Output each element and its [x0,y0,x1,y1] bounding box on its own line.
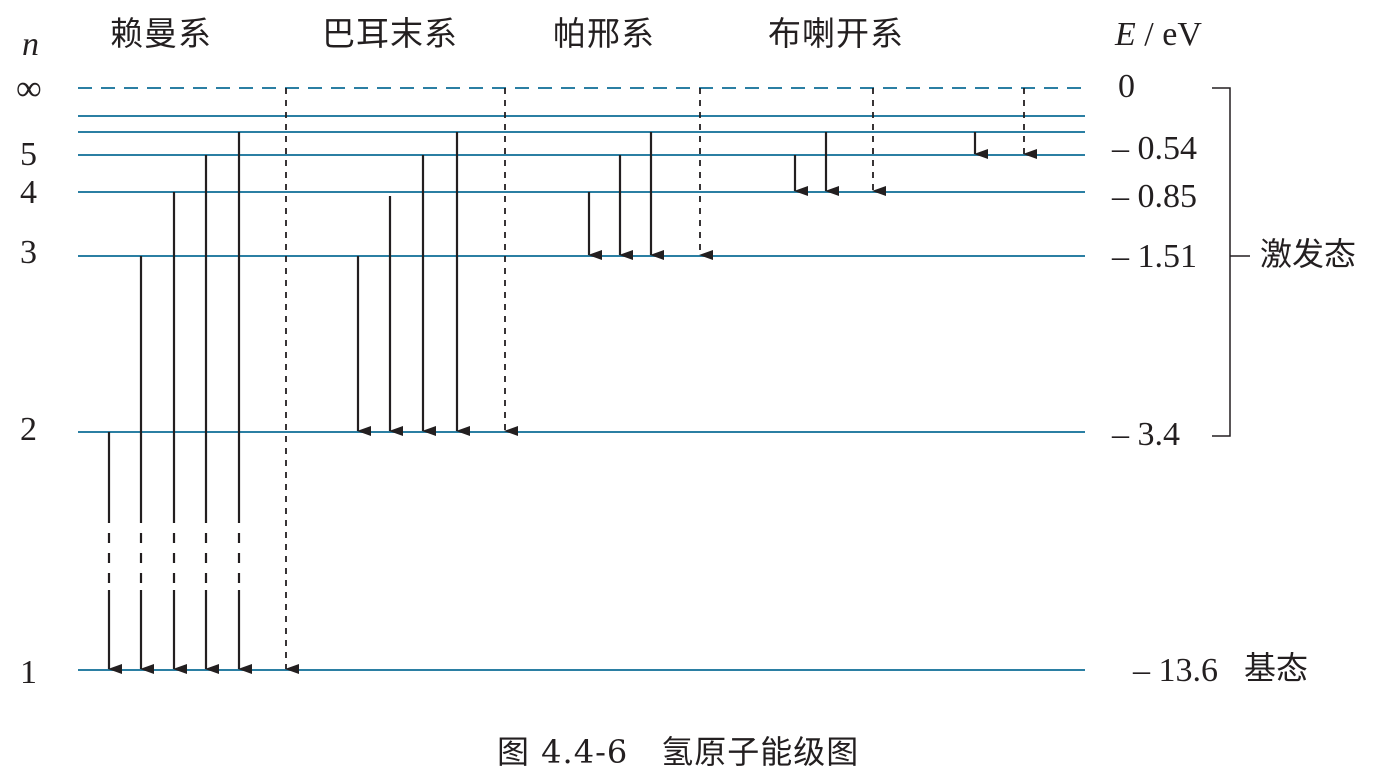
n-label-2: 2 [20,411,37,448]
brackett-transitions [793,88,886,196]
lyman-transitions [107,88,299,674]
n-label-5: 5 [20,136,37,173]
n-label-4: 4 [20,174,37,211]
energy-label-4: – 0.85 [1112,178,1197,215]
n-label-3: 3 [20,234,37,271]
energy-symbol: E [1115,16,1136,53]
energy-axis-label: E / eV [1115,18,1202,52]
n-label-1: 1 [20,654,37,691]
n5-transitions [973,88,1037,159]
energy-label-inf: 0 [1118,68,1135,105]
balmer-transitions [356,88,518,436]
series-name-brackett: 布喇开系 [768,14,904,53]
excited-state-bracket [1212,87,1250,437]
excited-state-label: 激发态 [1260,235,1357,273]
series-name-balmer: 巴耳末系 [322,14,458,53]
series-name-paschen: 帕邢系 [553,14,655,53]
ground-state-label: 基态 [1244,649,1309,687]
energy-label-5: – 0.54 [1112,130,1197,167]
series-name-lyman: 赖曼系 [110,14,212,53]
paschen-transitions [587,88,713,260]
n-label-inf: ∞ [16,68,42,108]
energy-label-1: – 13.6 [1133,652,1218,689]
energy-unit: / eV [1135,16,1202,53]
figure-caption: 图 4.4-6 氢原子能级图 [497,733,860,771]
energy-label-3: – 1.51 [1112,238,1197,275]
n-axis-label: n [22,26,39,63]
energy-label-2: – 3.4 [1112,416,1180,453]
